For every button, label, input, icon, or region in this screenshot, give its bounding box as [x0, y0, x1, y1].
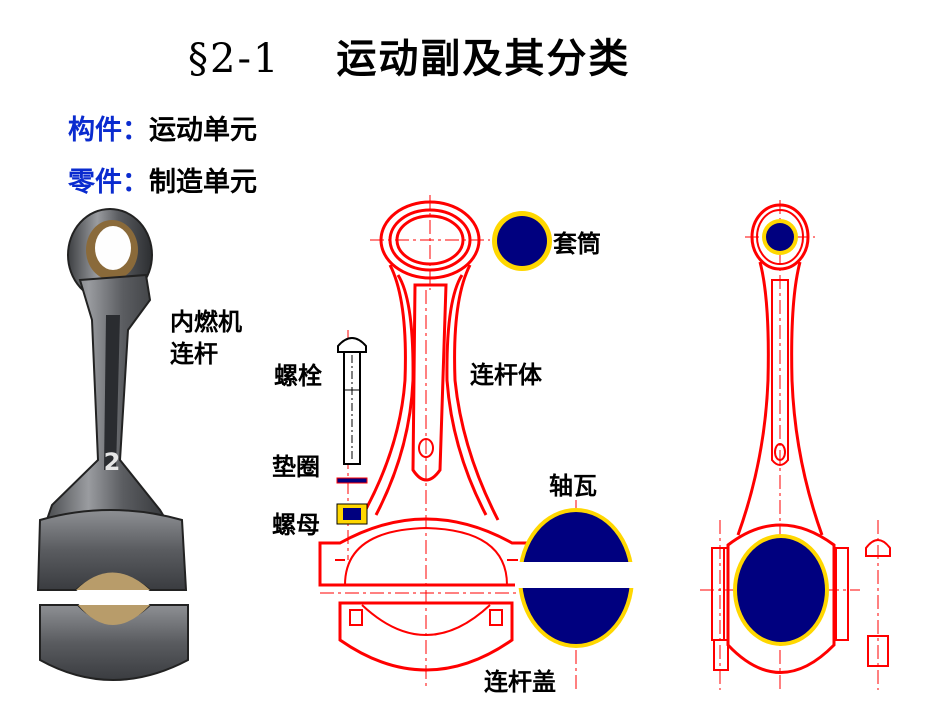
- label-engine-rod-2: 连杆: [170, 340, 218, 368]
- definition-term: 构件：: [68, 115, 149, 146]
- definition-term: 零件：: [68, 167, 149, 198]
- bearing-shell-part: [515, 508, 639, 648]
- definition-component: 构件：运动单元: [68, 108, 257, 147]
- label-engine-rod: 内燃机: [170, 308, 242, 336]
- label-sleeve: 套筒: [553, 230, 601, 258]
- assembled-big-end-bearing: [733, 534, 829, 646]
- label-nut: 螺母: [272, 511, 320, 539]
- sleeve-part: [492, 211, 552, 271]
- nut-part: [336, 503, 368, 525]
- connecting-rod-photo: 2: [36, 208, 189, 681]
- label-washer: 垫圈: [272, 453, 320, 481]
- label-bolt: 螺栓: [274, 362, 322, 390]
- assembled-small-end-bushing: [762, 219, 798, 255]
- definition-meaning: 运动单元: [149, 115, 257, 146]
- section-number: §2-1: [188, 36, 281, 82]
- photo-number-mark: 2: [104, 448, 121, 476]
- bolt-part: [337, 337, 367, 465]
- label-rod-body: 连杆体: [470, 361, 542, 389]
- definition-meaning: 制造单元: [149, 167, 257, 198]
- section-title: 运动副及其分类: [336, 36, 631, 82]
- definition-part: 零件：制造单元: [68, 160, 257, 199]
- washer-part: [336, 477, 368, 484]
- page-title: §2-1 运动副及其分类: [188, 26, 630, 84]
- label-rod-cap: 连杆盖: [484, 668, 556, 696]
- label-bearing: 轴瓦: [549, 472, 597, 500]
